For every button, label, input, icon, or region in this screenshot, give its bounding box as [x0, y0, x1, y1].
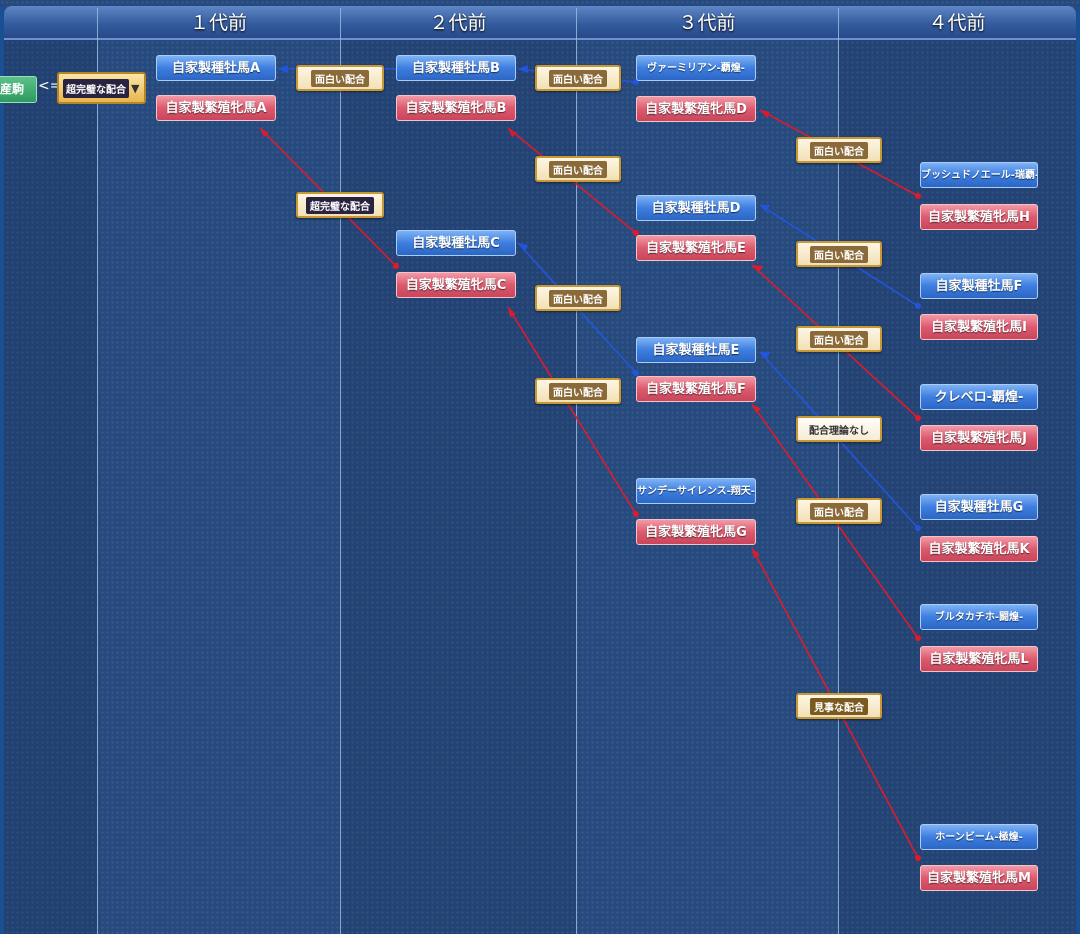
gen4-dam-1[interactable]: 自家製繁殖牝馬H: [920, 204, 1038, 230]
generation-label-2: ２代前: [429, 12, 487, 34]
gen2-dam-b[interactable]: 自家製繁殖牝馬B: [396, 95, 516, 121]
gen2-column-bg: [340, 40, 576, 934]
gen2-sire-b[interactable]: 自家製種牡馬B: [396, 55, 516, 81]
gen2-dam-c[interactable]: 自家製繁殖牝馬C: [396, 272, 516, 298]
chevron-down-icon: ▼: [131, 81, 140, 95]
match-badge-gen2-b-dam[interactable]: 面白い配合: [535, 156, 621, 182]
gen4-dam-2[interactable]: 自家製繁殖牝馬I: [920, 314, 1038, 340]
match-badge-label: 面白い配合: [549, 160, 607, 178]
match-badge-label: 面白い配合: [549, 69, 607, 87]
column-divider: [340, 8, 341, 934]
match-badge-gen3-d-sire[interactable]: 面白い配合: [796, 241, 882, 267]
match-badge-label: 超完璧な配合: [306, 196, 374, 214]
gen4-sire-5[interactable]: ブルタカチホ-闘煌-: [920, 604, 1038, 630]
match-badge-gen3-e-sire[interactable]: 配合理論なし: [796, 416, 882, 442]
match-badge-gen3-e-dam[interactable]: 面白い配合: [796, 326, 882, 352]
arrow-left-icon: <=: [38, 78, 62, 94]
generation-label-4: ４代前: [928, 12, 986, 34]
match-badge-label: 面白い配合: [810, 330, 868, 348]
gen4-dam-5[interactable]: 自家製繁殖牝馬L: [920, 646, 1038, 672]
gen3-sire-3[interactable]: 自家製種牡馬E: [636, 337, 756, 363]
generation-label-3: ３代前: [678, 12, 736, 34]
gen3-sire-4[interactable]: サンデーサイレンス-翔天-: [636, 478, 756, 504]
match-badge-gen2-b-sire[interactable]: 面白い配合: [535, 65, 621, 91]
current-column-bg: [0, 40, 97, 934]
match-badge-gen2-c-sire[interactable]: 面白い配合: [535, 285, 621, 311]
gen3-sire-1[interactable]: ヴァーミリアン-覇煌-: [636, 55, 756, 81]
column-divider: [576, 8, 577, 934]
offspring-match-label: 超完璧な配合: [63, 78, 129, 98]
match-badge-gen1-sire[interactable]: 面白い配合: [296, 65, 384, 91]
match-badge-gen3-d-dam[interactable]: 面白い配合: [796, 137, 882, 163]
gen2-sire-c[interactable]: 自家製種牡馬C: [396, 230, 516, 256]
gen4-sire-2[interactable]: 自家製種牡馬F: [920, 273, 1038, 299]
gen4-sire-4[interactable]: 自家製種牡馬G: [920, 494, 1038, 520]
gen4-dam-4[interactable]: 自家製繁殖牝馬K: [920, 536, 1038, 562]
match-badge-label: 面白い配合: [810, 245, 868, 263]
gen4-sire-1[interactable]: ブッシュドノエール-瑞覇-: [920, 162, 1038, 188]
frame-left: [0, 6, 4, 934]
gen3-dam-3[interactable]: 自家製繁殖牝馬F: [636, 376, 756, 402]
gen4-dam-3[interactable]: 自家製繁殖牝馬J: [920, 425, 1038, 451]
gen4-sire-3[interactable]: クレベロ-覇煌-: [920, 384, 1038, 410]
column-divider: [838, 8, 839, 934]
match-badge-gen3-f-dam[interactable]: 面白い配合: [796, 498, 882, 524]
match-badge-gen1-dam[interactable]: 超完璧な配合: [296, 192, 384, 218]
frame-right: [1076, 6, 1080, 934]
gen1-sire[interactable]: 自家製種牡馬A: [156, 55, 276, 81]
offspring-match-dropdown[interactable]: 超完璧な配合 ▼: [57, 72, 146, 104]
match-badge-label: 面白い配合: [810, 502, 868, 520]
gen3-dam-4[interactable]: 自家製繁殖牝馬G: [636, 519, 756, 545]
generation-header: [4, 6, 1076, 40]
gen3-sire-2[interactable]: 自家製種牡馬D: [636, 195, 756, 221]
match-badge-gen3-g-dam[interactable]: 見事な配合: [796, 693, 882, 719]
generation-label-1: １代前: [189, 12, 247, 34]
line-dam-c-to-g: [507, 306, 637, 515]
gen1-dam[interactable]: 自家製繁殖牝馬A: [156, 95, 276, 121]
gen4-sire-6[interactable]: ホーンビーム-極煌-: [920, 824, 1038, 850]
line-endpoints: [260, 65, 921, 861]
match-badge-label: 面白い配合: [549, 382, 607, 400]
gen3-dam-1[interactable]: 自家製繁殖牝馬D: [636, 96, 756, 122]
match-badge-label: 面白い配合: [549, 289, 607, 307]
column-divider: [97, 8, 98, 934]
gen4-dam-6[interactable]: 自家製繁殖牝馬M: [920, 865, 1038, 891]
gen4-column-bg: [838, 40, 1076, 934]
gen3-dam-2[interactable]: 自家製繁殖牝馬E: [636, 235, 756, 261]
match-badge-label: 見事な配合: [810, 697, 868, 715]
match-badge-gen2-c-dam[interactable]: 面白い配合: [535, 378, 621, 404]
match-badge-label: 面白い配合: [810, 141, 868, 159]
match-badge-label: 面白い配合: [311, 69, 369, 87]
offspring-horse[interactable]: 産駒: [0, 76, 37, 103]
match-badge-label: 配合理論なし: [809, 425, 869, 437]
